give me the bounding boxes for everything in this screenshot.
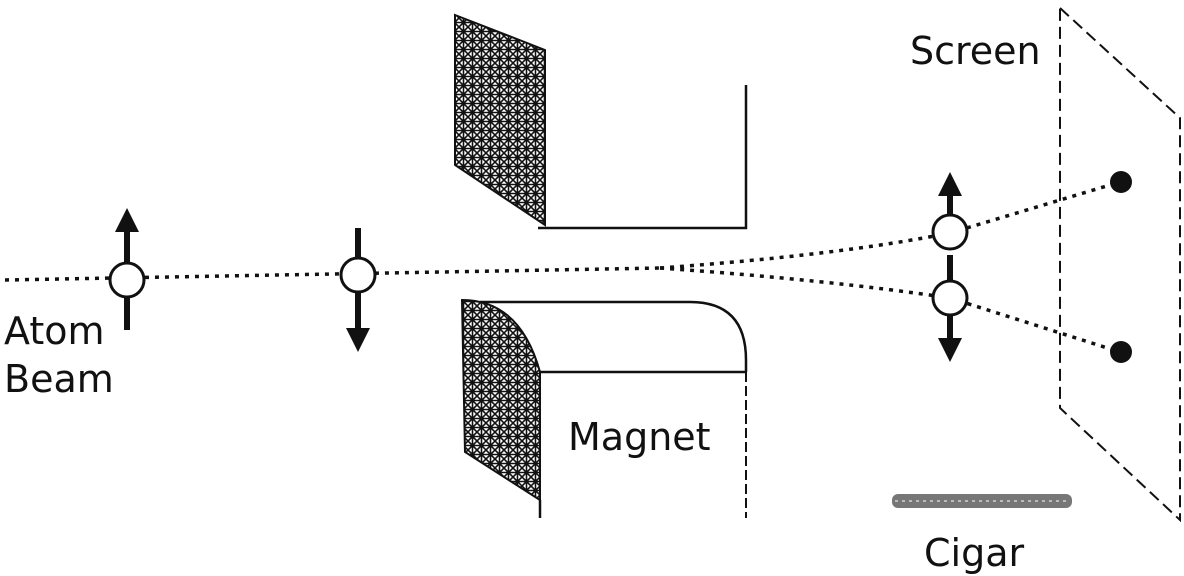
atom-label: Atom [4,309,105,353]
magnet-label: Magnet [568,415,711,459]
screen-label: Screen [910,29,1041,73]
atom-spin-up-2 [931,172,969,251]
circle-icon [108,261,146,299]
magnet-upper-pole [454,13,748,230]
cigar [892,494,1072,508]
atom-spin-up-1 [108,208,146,330]
impact-lower-dot-icon [1110,341,1132,363]
circle-icon [931,279,969,317]
cigar-label: Cigar [924,531,1025,575]
atom-spin-down-1 [339,228,377,352]
beam-label: Beam [4,357,114,401]
beam-path [4,180,1121,354]
impact-upper-dot-icon [1110,171,1132,193]
screen [1059,5,1181,523]
magnet-lower-pole [460,298,748,518]
circle-icon [339,256,377,294]
circle-icon [931,213,969,251]
atom-spin-down-2 [931,255,969,362]
